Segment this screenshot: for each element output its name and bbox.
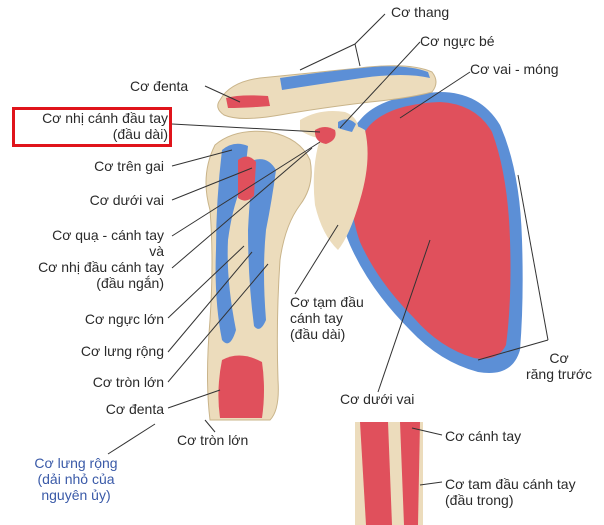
leader-co-vai-mong <box>399 71 471 119</box>
label-co-nhi-canh-dau-tay: Cơ nhị cánh đầu tay (đầu dài) <box>14 110 168 142</box>
leader-co-rang-truoc <box>517 174 549 341</box>
label-line: (đầu dài) <box>112 126 168 142</box>
leader-co-nguc-lon <box>167 245 245 319</box>
label-co-duoi-vai-left: Cơ dưới vai <box>89 192 164 208</box>
label-co-lung-rong-nho: Cơ lưng rộng (dải nhỏ của nguyên ủy) <box>14 455 138 503</box>
label-co-nguc-be: Cơ ngực bé <box>420 33 495 49</box>
leader-co-nguc-be <box>339 41 421 129</box>
leader-co-denta-bottom <box>167 389 221 409</box>
leader-co-tron-lon-bottom <box>204 419 216 433</box>
label-co-tron-lon-left: Cơ tròn lớn <box>92 374 164 390</box>
label-co-tam-dau-trong: Cơ tam đầu cánh tay (đầu trong) <box>445 476 576 508</box>
label-line: răng trước <box>525 366 592 382</box>
leader-co-duoi-vai-center <box>377 239 431 393</box>
label-co-nguc-lon: Cơ ngực lớn <box>84 311 164 327</box>
highlight-box <box>12 107 172 147</box>
label-co-rang-truoc: Cơ răng trước <box>516 350 602 382</box>
label-co-tam-dau-dai: Cơ tạm đầu cánh tay (đầu dài) <box>290 294 364 342</box>
leader-co-denta-top <box>204 85 241 103</box>
label-co-tron-lon-bottom: Cơ tròn lớn <box>177 432 249 448</box>
label-line: Cơ lưng rộng <box>34 455 118 471</box>
label-co-thang: Cơ thang <box>391 4 450 20</box>
leader-co-lung-rong <box>167 251 253 353</box>
label-co-vai-mong: Cơ vai - móng <box>470 61 559 77</box>
leader-co-tam-dau-trong <box>419 481 443 486</box>
forearm-segment <box>355 422 423 525</box>
leader-co-tron-lon <box>167 263 269 383</box>
leader-co-duoi-vai <box>171 167 253 201</box>
scapula <box>313 92 523 374</box>
label-co-qua-canh-tay: Cơ quạ - cánh tay và <box>10 227 164 259</box>
label-co-canh-tay: Cơ cánh tay <box>445 428 522 444</box>
leader-co-lung-rong-nho <box>107 423 156 455</box>
subscapularis-muscle <box>351 102 511 359</box>
label-line: Cơ tam đầu cánh tay <box>445 476 576 492</box>
leader-co-tren-gai <box>171 149 233 167</box>
label-line: (đầu trong) <box>445 492 514 508</box>
label-co-duoi-vai-center: Cơ dưới vai <box>340 391 415 407</box>
label-co-denta-top: Cơ đenta <box>130 78 189 94</box>
leader-co-tam-dau-dai <box>294 224 339 295</box>
leader-lines <box>107 13 549 486</box>
label-line: Cơ <box>549 350 569 366</box>
label-line: Cơ nhị đầu cánh tay <box>38 259 164 275</box>
label-line: (đầu dài) <box>290 326 346 342</box>
label-line: Cơ nhị cánh đầu tay <box>42 110 168 126</box>
label-co-nhi-dau-canh-tay: Cơ nhị đầu cánh tay (đầu ngắn) <box>10 259 164 291</box>
label-co-denta-bottom: Cơ đenta <box>105 401 164 417</box>
label-line: và <box>149 243 164 259</box>
label-line: cánh tay <box>290 310 343 326</box>
leader-co-qua-canh-tay <box>171 141 321 237</box>
label-line: (dải nhỏ của <box>37 471 115 487</box>
label-co-lung-rong: Cơ lưng rộng <box>80 343 164 359</box>
label-co-tren-gai: Cơ trên gai <box>94 158 164 174</box>
label-line: (đầu ngắn) <box>96 275 164 291</box>
label-line: Cơ tạm đầu <box>290 294 364 310</box>
label-line: Cơ quạ - cánh tay <box>52 227 164 243</box>
leader-co-canh-tay <box>411 427 443 436</box>
coracoid-process <box>300 111 359 144</box>
leader-co-thang <box>354 13 386 45</box>
leader-co-nhi-canh-dau-tay <box>171 123 321 133</box>
label-line: nguyên ủy) <box>41 487 111 503</box>
